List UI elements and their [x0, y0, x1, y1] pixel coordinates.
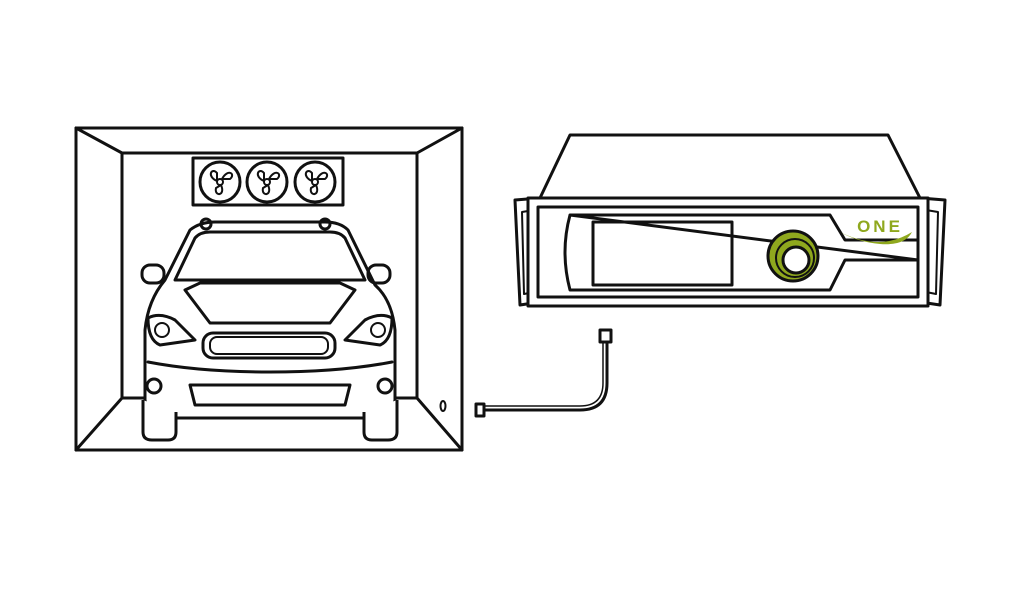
brand-logo: ONE: [840, 217, 912, 245]
control-knob[interactable]: [766, 229, 820, 283]
cable-connector-top: [598, 328, 613, 344]
rack-instrument: ONE: [513, 133, 947, 308]
booth-port-icon: [439, 400, 447, 412]
logo-text: ONE: [857, 217, 903, 236]
display-screen: [591, 220, 734, 287]
connection-cable: [474, 328, 613, 418]
fan-icon: [245, 160, 289, 204]
fan-panel: [191, 156, 345, 207]
fan-icon: [198, 160, 242, 204]
car-front-view: [140, 217, 399, 442]
fan-icon: [293, 160, 337, 204]
